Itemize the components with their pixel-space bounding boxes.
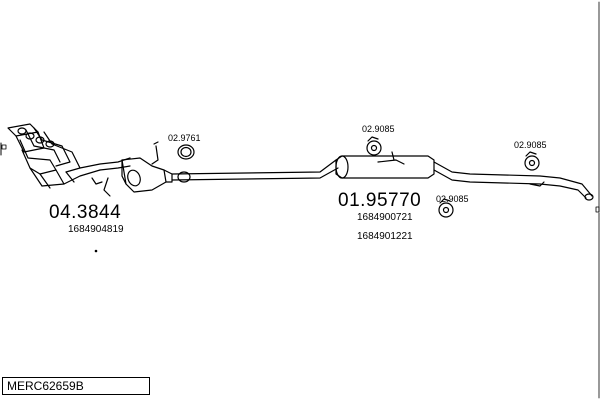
rear-silencer — [335, 151, 435, 179]
mount-rear-code: 02.9085 — [514, 140, 547, 150]
rear-part-code: 01.95770 — [338, 190, 422, 211]
rubber-mount-lower — [438, 198, 454, 218]
manifold-hanger — [103, 177, 111, 197]
tail-pipe — [433, 161, 594, 201]
dot-mark — [94, 249, 98, 253]
clamp-code: 02.9761 — [168, 133, 201, 143]
frame-left-tick — [1, 144, 7, 150]
diagram-code: MERC62659B — [7, 379, 84, 393]
exhaust-manifold — [7, 123, 131, 189]
front-part-ref-1: 1684904819 — [68, 224, 124, 235]
front-part-code: 04.3844 — [49, 202, 122, 223]
rubber-mount-center — [366, 136, 382, 156]
clamp-hook — [151, 141, 159, 165]
pipe-joint-clamp — [177, 171, 191, 183]
diagram-code-box: MERC62659B — [2, 377, 150, 395]
mount-center-code: 02.9085 — [362, 124, 395, 134]
frame-right-tick — [595, 206, 600, 213]
rear-part-ref-2: 1684901221 — [357, 231, 413, 242]
middle-pipe — [171, 159, 339, 181]
catalytic-converter — [121, 157, 173, 193]
rubber-mount-rear — [524, 151, 540, 171]
mount-lower-code: 02.9085 — [436, 194, 469, 204]
flange-ring — [177, 144, 195, 160]
rear-part-ref-1: 1684900721 — [357, 212, 413, 223]
